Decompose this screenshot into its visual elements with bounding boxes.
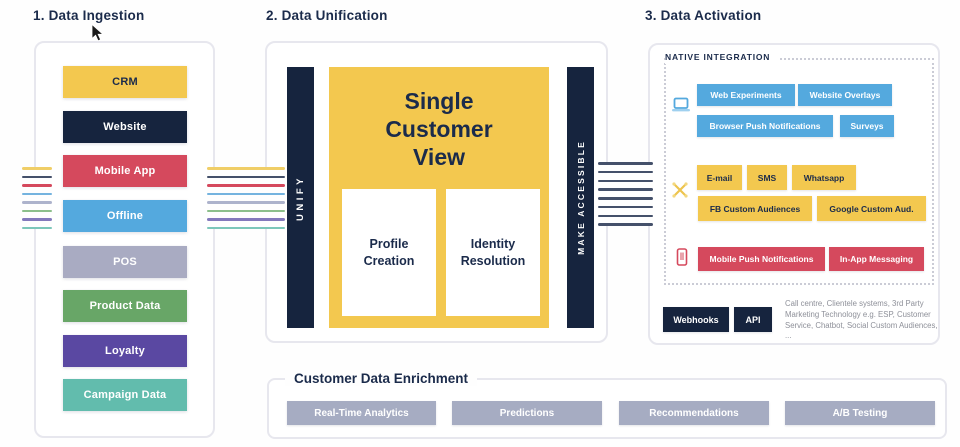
flow-line [207, 226, 285, 229]
flow-line [22, 192, 52, 195]
flow-line [207, 175, 285, 178]
flow-line [207, 167, 285, 170]
single-customer-view-box: Single Customer View Profile Creation Id… [329, 67, 549, 328]
source-product-data: Product Data [63, 290, 187, 322]
webhooks-button[interactable]: Webhooks [663, 307, 729, 332]
source-mobile-app-label: Mobile App [94, 165, 156, 177]
flow-line [207, 192, 285, 195]
flow-line [598, 197, 653, 200]
ingestion-panel: CRM Website Mobile App Offline POS Produ… [34, 41, 215, 438]
flow-line [207, 184, 285, 187]
flow-line [22, 175, 52, 178]
flow-line [22, 218, 52, 221]
source-campaign-data-label: Campaign Data [83, 389, 167, 401]
flow-line [598, 170, 653, 174]
profile-creation-box: Profile Creation [342, 189, 436, 316]
enrichment-predictions[interactable]: Predictions [452, 401, 602, 425]
profile-creation-label: Profile Creation [363, 237, 415, 268]
mobile-icon [676, 248, 688, 271]
flow-line [598, 179, 653, 183]
source-crm: CRM [63, 66, 187, 98]
cross-channel-icon [671, 181, 689, 204]
source-offline: Offline [63, 200, 187, 232]
source-pos: POS [63, 246, 187, 278]
source-campaign-data: Campaign Data [63, 379, 187, 411]
source-pos-label: POS [113, 256, 137, 268]
section-title-ingestion: 1. Data Ingestion [33, 8, 145, 23]
flow-line [598, 214, 653, 218]
flow-line [22, 184, 52, 187]
channel-in-app-messaging[interactable]: In-App Messaging [829, 247, 924, 271]
enrichment-ab-testing[interactable]: A/B Testing [785, 401, 935, 425]
make-accessible-bar-label: MAKE ACCESSIBLE [575, 140, 586, 255]
flow-line [22, 167, 52, 170]
single-customer-view-title: Single Customer View [385, 88, 493, 171]
channel-whatsapp[interactable]: Whatsapp [792, 165, 856, 190]
flow-line [598, 205, 653, 209]
source-website-label: Website [103, 121, 147, 133]
laptop-icon [671, 97, 691, 118]
section-title-unification: 2. Data Unification [266, 8, 388, 23]
flow-line [22, 201, 52, 204]
channel-sms[interactable]: SMS [747, 165, 787, 190]
unification-panel: UNIFY Single Customer View Profile Creat… [265, 41, 608, 343]
source-crm-label: CRM [112, 76, 138, 88]
channel-surveys[interactable]: Surveys [840, 115, 894, 137]
channel-website-overlays[interactable]: Website Overlays [798, 84, 892, 106]
flow-lines-ingestion-to-unification [207, 167, 285, 229]
flow-line [207, 201, 285, 204]
source-website: Website [63, 111, 187, 143]
flow-line [22, 209, 52, 212]
make-accessible-bar: MAKE ACCESSIBLE [567, 67, 594, 328]
flow-line [598, 162, 653, 165]
identity-resolution-label: Identity Resolution [460, 237, 526, 268]
native-integration-label: NATIVE INTEGRATION [665, 52, 779, 64]
section-title-activation: 3. Data Activation [645, 8, 762, 23]
source-offline-label: Offline [106, 210, 144, 222]
unify-bar-label: UNIFY [295, 174, 306, 221]
flow-line [598, 188, 653, 191]
source-loyalty-label: Loyalty [105, 345, 145, 357]
source-product-data-label: Product Data [89, 300, 161, 312]
enrichment-title: Customer Data Enrichment [285, 371, 478, 386]
channel-mobile-push-notifications[interactable]: Mobile Push Notifications [698, 247, 825, 271]
channel-google-custom-aud[interactable]: Google Custom Aud. [817, 196, 926, 221]
channel-browser-push-notifications[interactable]: Browser Push Notifications [697, 115, 833, 137]
source-loyalty: Loyalty [63, 335, 187, 367]
activation-panel: NATIVE INTEGRATION Web Experiments Websi… [648, 43, 940, 345]
api-button[interactable]: API [734, 307, 772, 332]
channel-web-experiments[interactable]: Web Experiments [697, 84, 795, 106]
flow-lines-inbound [22, 167, 52, 229]
enrichment-real-time-analytics[interactable]: Real-Time Analytics [287, 401, 436, 425]
channel-email[interactable]: E-mail [697, 165, 742, 190]
identity-resolution-box: Identity Resolution [446, 189, 540, 316]
flow-line [598, 223, 653, 226]
flow-line [22, 226, 52, 229]
flow-line [207, 209, 285, 212]
enrichment-recommendations[interactable]: Recommendations [619, 401, 769, 425]
channel-fb-custom-audiences[interactable]: FB Custom Audiences [698, 196, 812, 221]
flow-line [207, 218, 285, 221]
unify-bar: UNIFY [287, 67, 314, 328]
native-integration-region [664, 58, 934, 285]
flow-lines-unification-to-activation [598, 162, 653, 226]
integration-note: Call centre, Clientele systems, 3rd Part… [785, 299, 938, 341]
enrichment-panel: Customer Data Enrichment Real-Time Analy… [267, 371, 947, 439]
source-mobile-app: Mobile App [63, 155, 187, 187]
mouse-cursor-icon [91, 23, 105, 47]
